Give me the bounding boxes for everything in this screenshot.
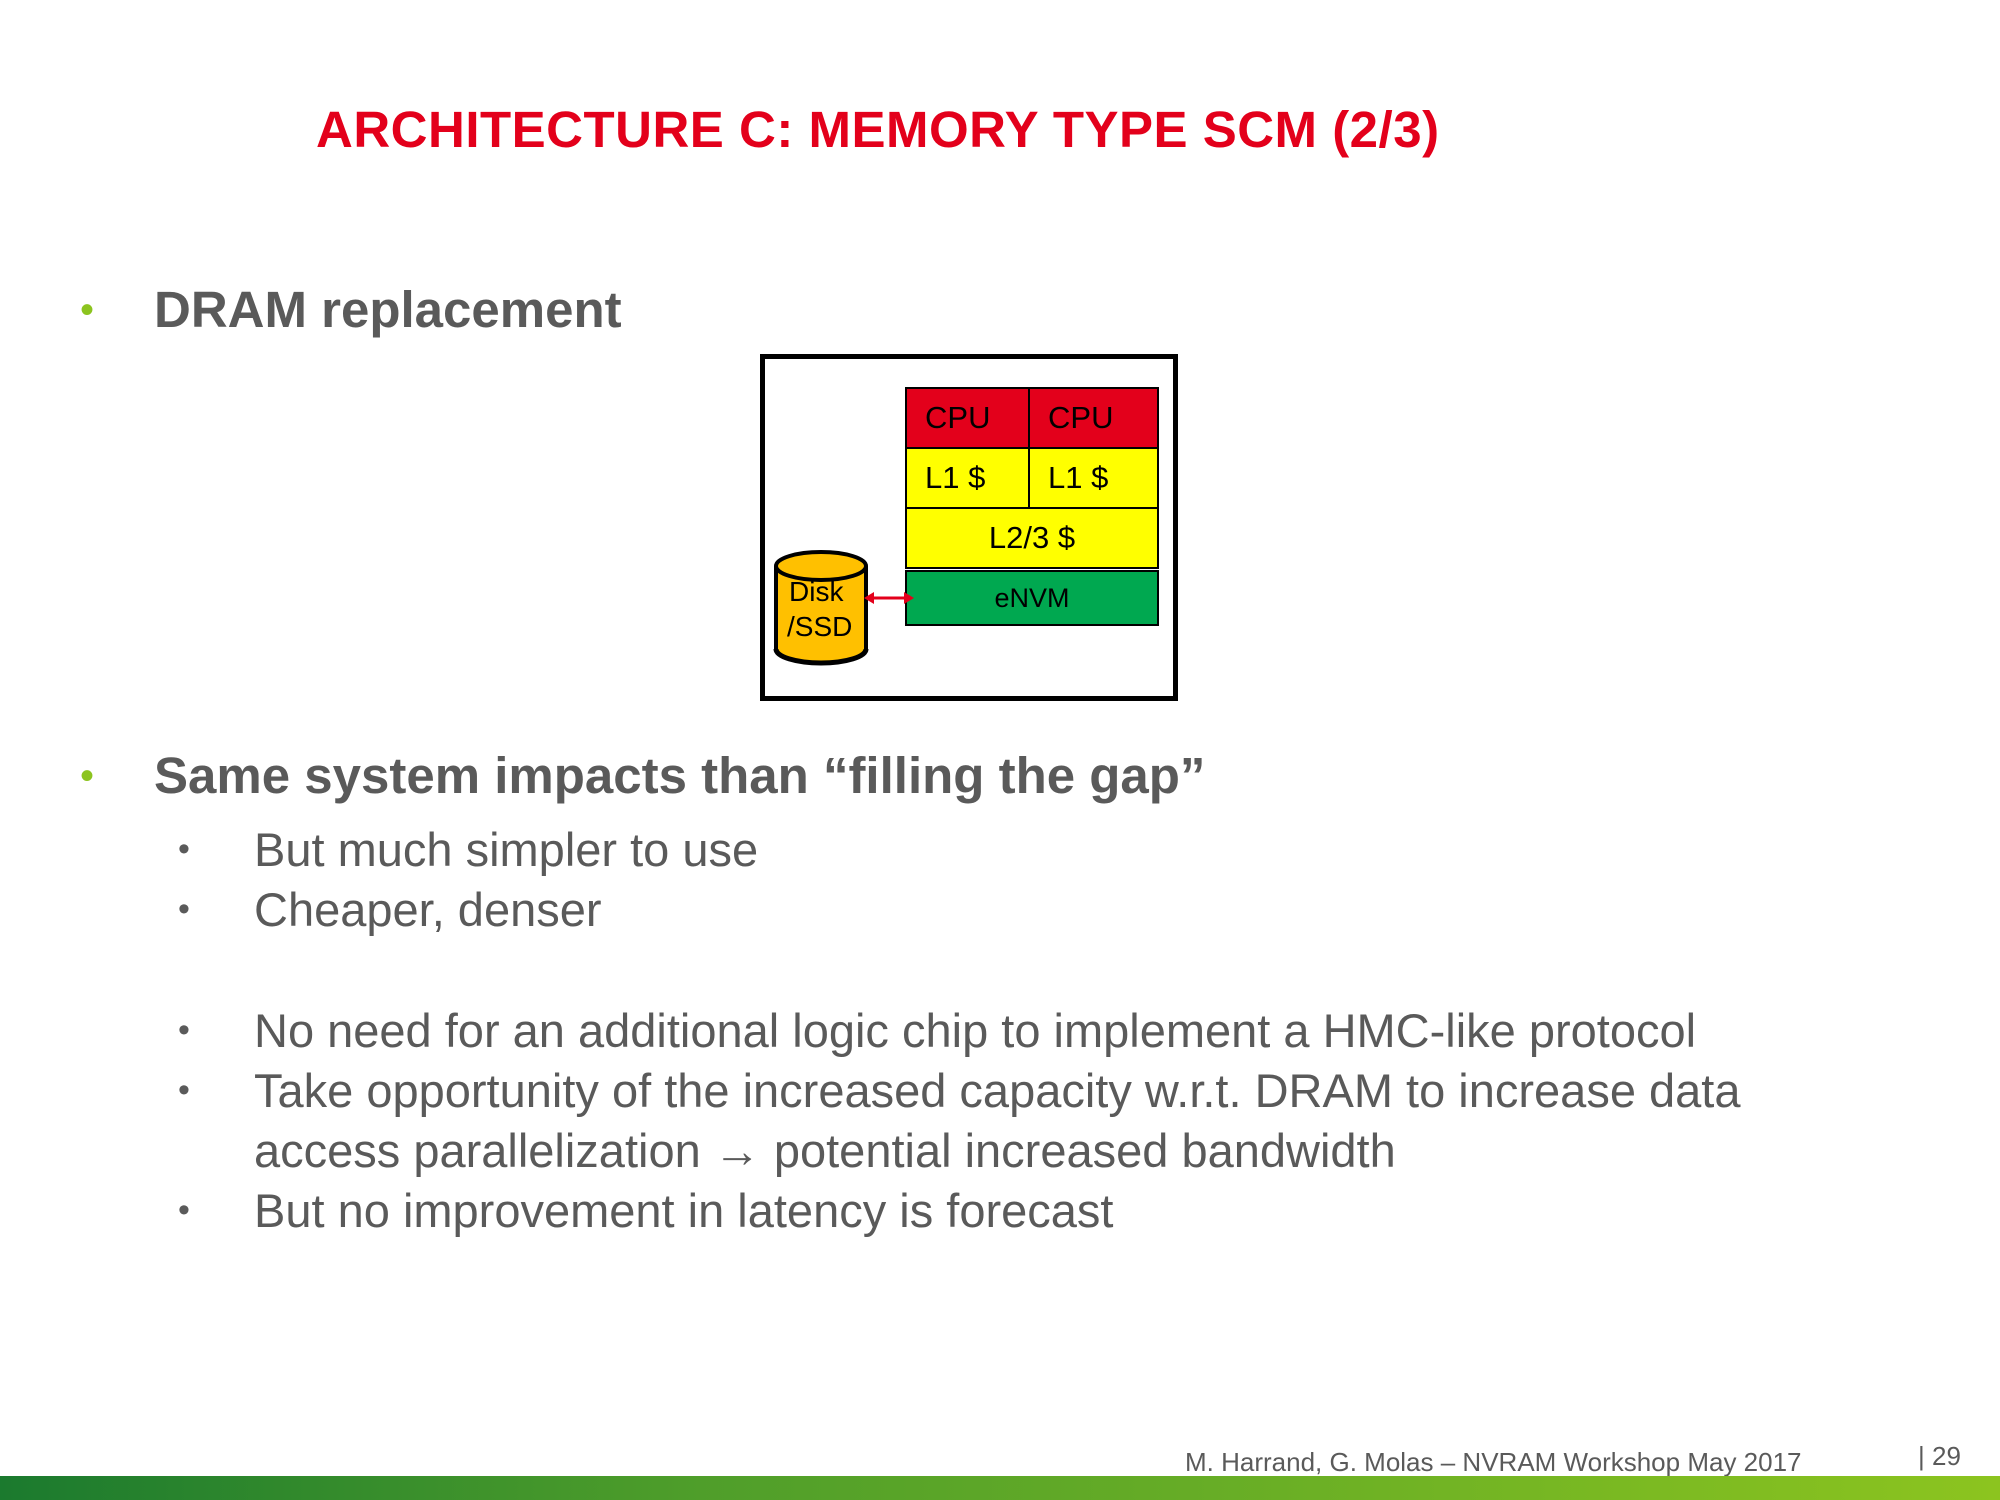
sub-bullet-cheaper: Cheaper, denser bbox=[254, 883, 602, 936]
sub-bullet-marker: • bbox=[178, 830, 190, 868]
bullet-marker: • bbox=[80, 754, 95, 798]
sub-bullet-marker: • bbox=[178, 1191, 190, 1229]
sub-bullet-capacity-continued: access parallelization → potential incre… bbox=[254, 1124, 1396, 1177]
cpu-right-label: CPU bbox=[1048, 400, 1114, 435]
l2-block: L2/3 $ bbox=[905, 507, 1159, 569]
slide-title: ARCHITECTURE C: MEMORY TYPE SCM (2/3) bbox=[316, 101, 1440, 158]
architecture-diagram: CPU CPU L1 $ L1 $ L2/3 $ eNVM Disk /SSD bbox=[760, 354, 1178, 701]
l1-left-label: L1 $ bbox=[925, 460, 986, 495]
cpu-left-block: CPU bbox=[905, 387, 1030, 449]
disk-label-line1: Disk bbox=[789, 576, 844, 607]
l2-label: L2/3 $ bbox=[988, 520, 1076, 555]
envm-block: eNVM bbox=[905, 570, 1159, 626]
disk-label-line2: /SSD bbox=[787, 611, 853, 642]
cpu-left-label: CPU bbox=[925, 400, 991, 435]
cpu-right-block: CPU bbox=[1028, 387, 1159, 449]
page-number-value: 29 bbox=[1932, 1441, 1961, 1471]
envm-label: eNVM bbox=[994, 582, 1070, 613]
sub-bullet-marker: • bbox=[178, 1071, 190, 1109]
page-separator: | bbox=[1918, 1441, 1925, 1471]
bullet-same-system-impacts: Same system impacts than “filling the ga… bbox=[154, 747, 1206, 804]
sub-bullet-marker: • bbox=[178, 1011, 190, 1049]
sub-bullet-simpler: But much simpler to use bbox=[254, 823, 759, 876]
sub-bullet-latency: But no improvement in latency is forecas… bbox=[254, 1184, 1114, 1237]
double-arrow-icon bbox=[864, 592, 914, 604]
sub-bullet-capacity: Take opportunity of the increased capaci… bbox=[254, 1064, 1741, 1117]
disk-cylinder-icon bbox=[773, 550, 869, 666]
bottom-gradient-bar bbox=[0, 1476, 2000, 1500]
sub-bullet-no-logic-chip: No need for an additional logic chip to … bbox=[254, 1004, 1697, 1057]
page-number: | 29 bbox=[1918, 1441, 1961, 1472]
footer-author: M. Harrand, G. Molas – NVRAM Workshop Ma… bbox=[1185, 1447, 1802, 1477]
l1-right-block: L1 $ bbox=[1028, 447, 1159, 509]
sub-bullet-marker: • bbox=[178, 890, 190, 928]
l1-right-label: L1 $ bbox=[1048, 460, 1109, 495]
bullet-dram-replacement: DRAM replacement bbox=[154, 281, 622, 338]
l1-left-block: L1 $ bbox=[905, 447, 1030, 509]
bullet-marker: • bbox=[80, 288, 95, 332]
